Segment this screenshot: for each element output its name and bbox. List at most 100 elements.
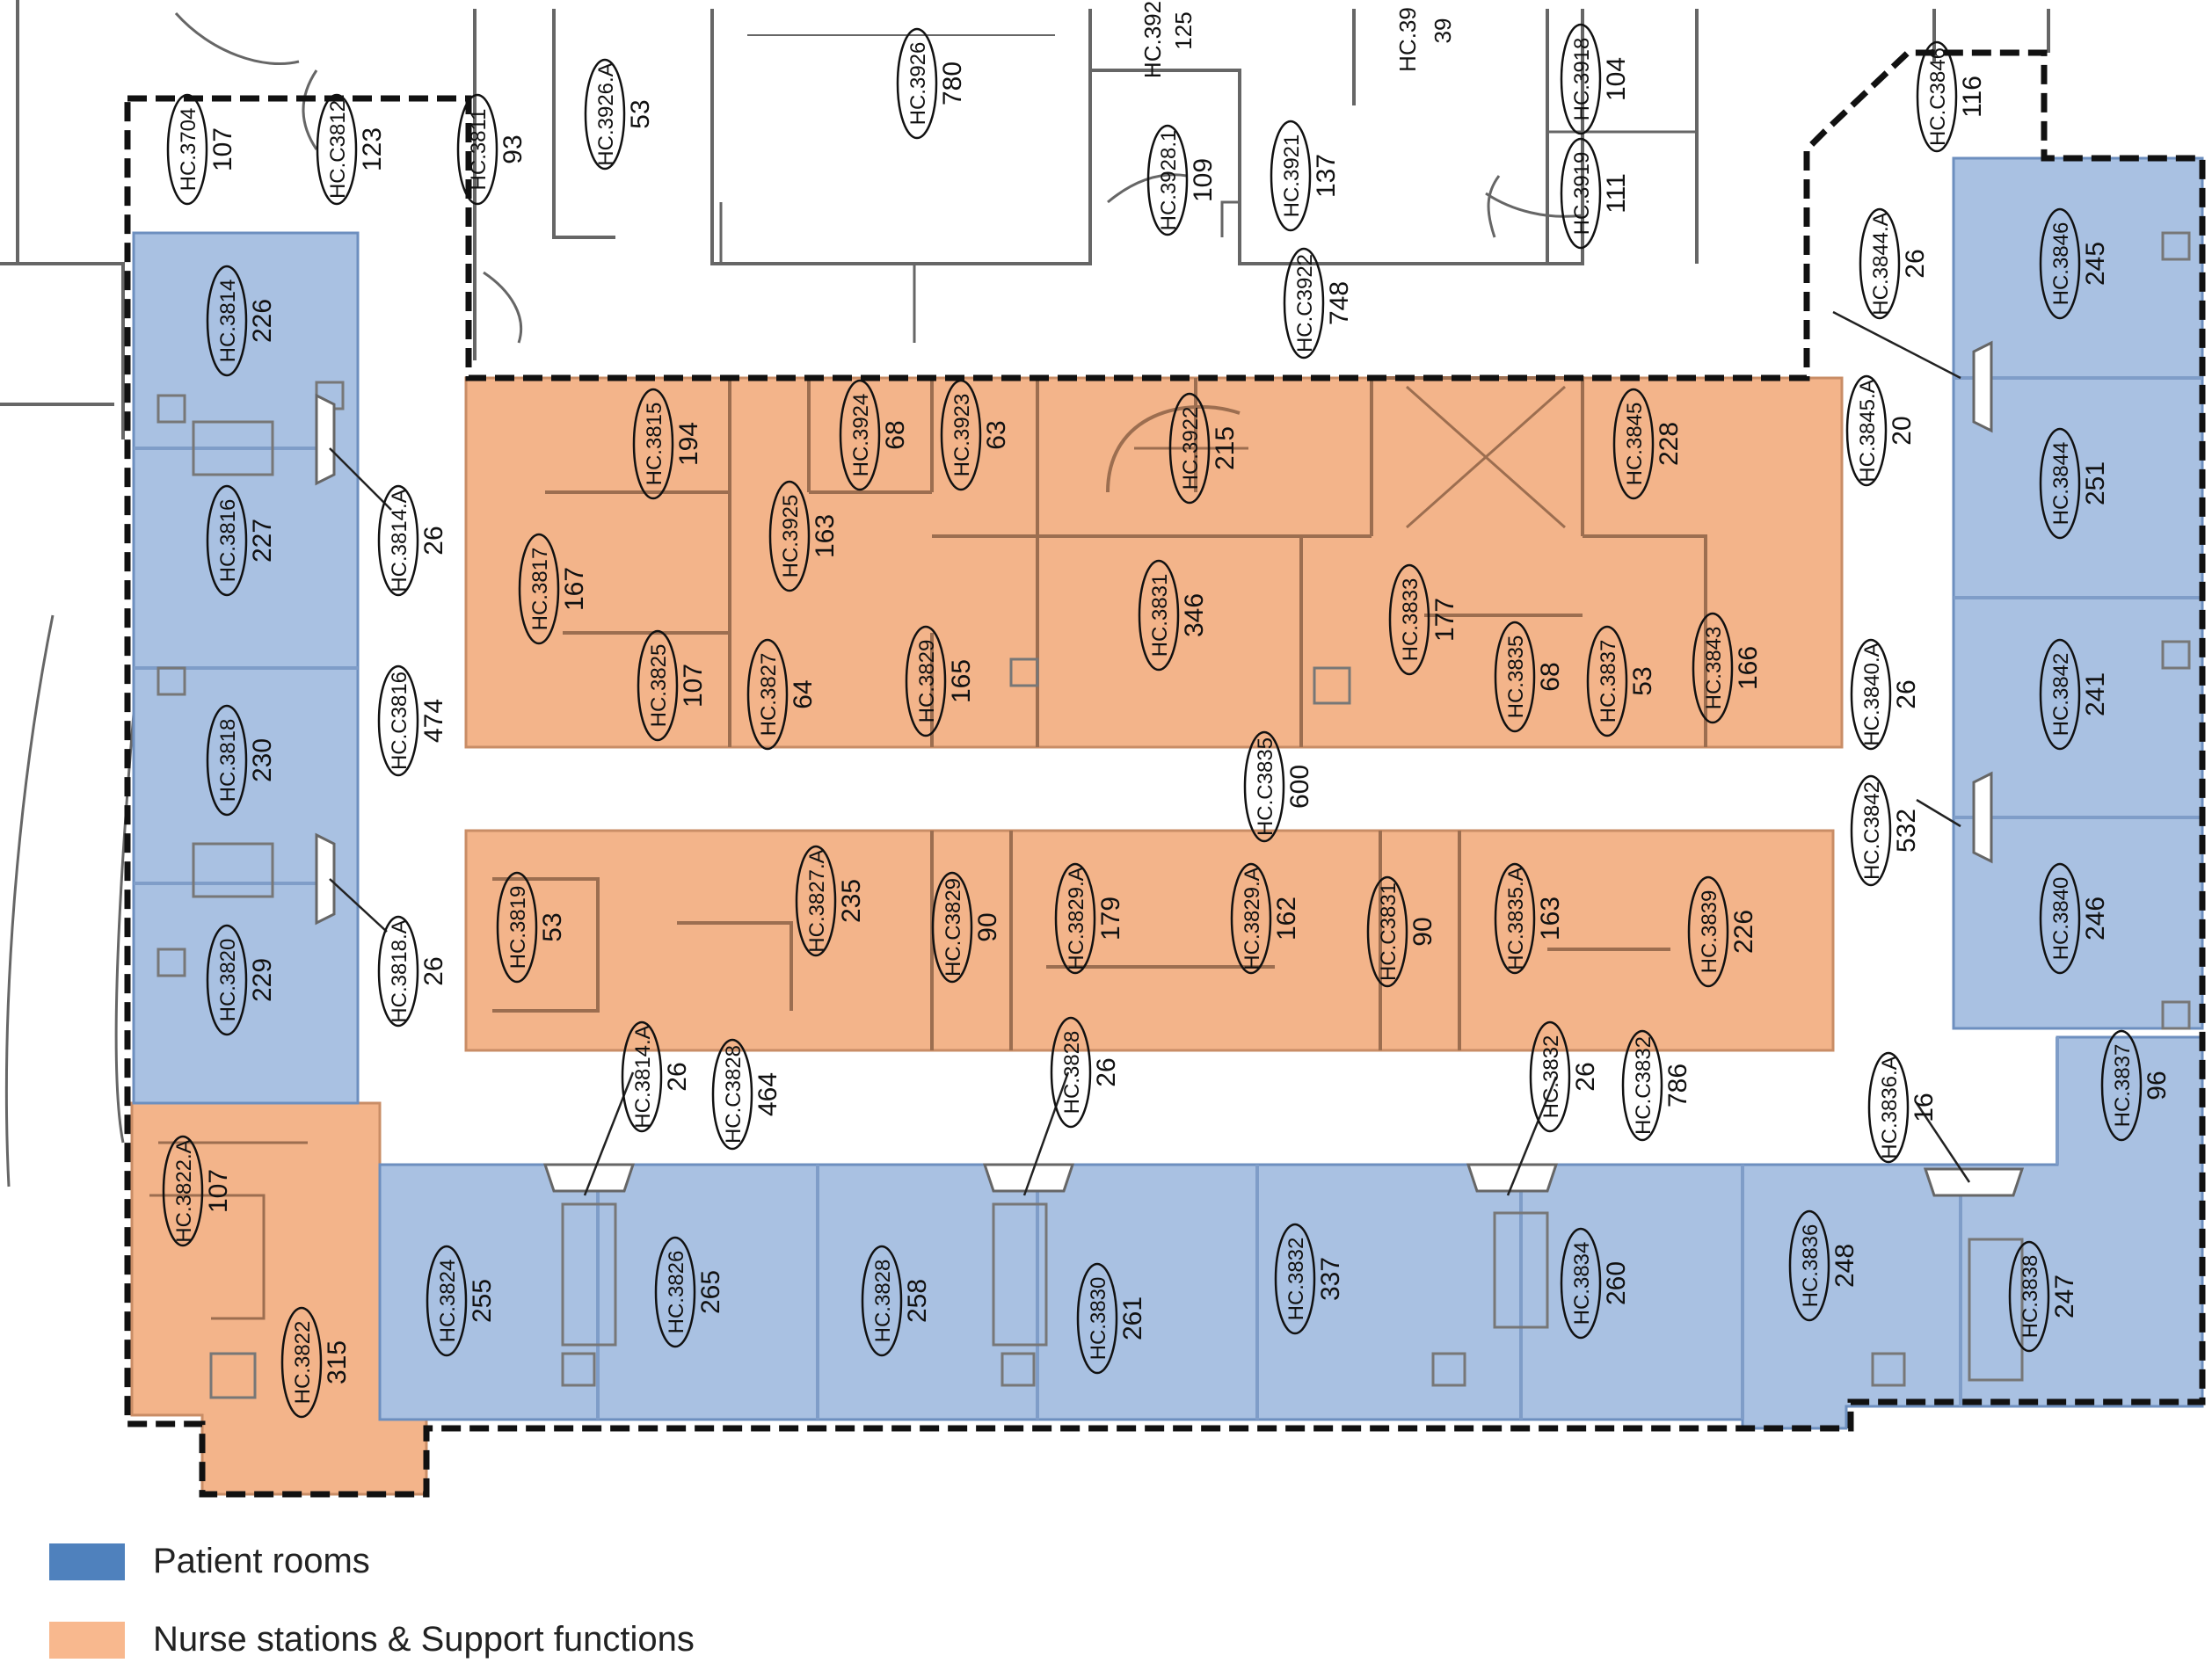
room-id-ellipse bbox=[377, 664, 419, 777]
room-id-ellipse bbox=[940, 379, 982, 491]
room-area: 163 bbox=[1536, 897, 1565, 940]
room-id-ellipse bbox=[839, 379, 881, 491]
door-notches bbox=[315, 340, 2025, 1197]
room-area: 64 bbox=[789, 679, 818, 708]
room-id-ellipse bbox=[896, 27, 938, 140]
room-area: 90 bbox=[1408, 917, 1437, 946]
room-id: HC.3836.A bbox=[1878, 1056, 1902, 1158]
room-area: 26 bbox=[1571, 1062, 1600, 1091]
room-area: 177 bbox=[1430, 598, 1459, 642]
room-id: HC.3844.A bbox=[1869, 212, 1893, 315]
room-id: HC.3835 bbox=[1504, 635, 1528, 719]
room-id-ellipse bbox=[1230, 862, 1272, 975]
room-id-ellipse bbox=[206, 924, 248, 1036]
room-id: HC.3816 bbox=[216, 499, 240, 583]
room-id: HC.3843 bbox=[1702, 627, 1726, 710]
room-id-ellipse bbox=[1274, 1223, 1316, 1335]
room-id: HC.3811 bbox=[467, 109, 491, 191]
room-id: HC.3842 bbox=[2049, 653, 2073, 737]
room-id: HC.3829.A bbox=[1241, 867, 1264, 969]
room-id-ellipse bbox=[584, 58, 626, 171]
room-id-ellipse bbox=[2008, 1240, 2050, 1353]
room-id-ellipse bbox=[377, 915, 419, 1028]
room-area: 26 bbox=[663, 1062, 692, 1091]
room-area: 20 bbox=[1888, 416, 1917, 445]
room-area: 315 bbox=[323, 1340, 352, 1384]
room-id: HC.3832 bbox=[1284, 1238, 1308, 1321]
room-area: 258 bbox=[903, 1279, 932, 1323]
room-area: 346 bbox=[1180, 593, 1209, 637]
room-id-ellipse bbox=[1850, 774, 1892, 887]
room-id-ellipse bbox=[1243, 730, 1285, 843]
room-id-ellipse bbox=[162, 1135, 204, 1247]
room-area: 179 bbox=[1096, 897, 1125, 940]
room-id: HC.3845.A bbox=[1856, 379, 1880, 482]
room-area: 226 bbox=[248, 299, 277, 343]
room-id-ellipse bbox=[280, 1306, 323, 1419]
room-id: HC.3814.A bbox=[631, 1025, 655, 1128]
room-id: HC.3830 bbox=[1087, 1277, 1110, 1361]
room-id: HC.3704 bbox=[177, 108, 200, 192]
room-area: 474 bbox=[419, 699, 448, 743]
room-id-ellipse bbox=[2039, 638, 2081, 751]
room-id-ellipse bbox=[1388, 563, 1430, 676]
legend-label-support: Nurse stations & Support functions bbox=[153, 1620, 695, 1659]
room-id: HC.C3842 bbox=[1860, 781, 1884, 880]
room-id-ellipse bbox=[632, 388, 674, 500]
patient-block-east bbox=[1952, 156, 2204, 1030]
room-id-ellipse bbox=[2039, 207, 2081, 320]
room-id-ellipse bbox=[1529, 1020, 1571, 1133]
room-area: 532 bbox=[1892, 809, 1921, 853]
room-area: 235 bbox=[837, 879, 866, 923]
room-id: HC.3814 bbox=[216, 280, 240, 363]
room-area: 26 bbox=[1092, 1057, 1121, 1086]
room-id: HC.C3829 bbox=[942, 878, 965, 977]
room-area: 260 bbox=[1602, 1261, 1631, 1305]
room-area: 68 bbox=[1536, 662, 1565, 691]
room-id: HC.3822 bbox=[291, 1321, 315, 1405]
room-id: HC.3834 bbox=[1570, 1242, 1594, 1325]
legend-label-patient: Patient rooms bbox=[153, 1542, 370, 1580]
room-id: HC.3919 bbox=[1570, 152, 1594, 236]
support-block-lower bbox=[464, 829, 1835, 1052]
room-label: HC.3835 68 bbox=[1494, 621, 1565, 733]
room-id-ellipse bbox=[2039, 862, 2081, 975]
room-id-ellipse bbox=[206, 484, 248, 597]
room-id: HC.3923 bbox=[950, 394, 974, 477]
room-area: 137 bbox=[1312, 154, 1341, 198]
room-id: HC.3837 bbox=[2111, 1044, 2135, 1128]
room-area: 104 bbox=[1602, 57, 1631, 101]
room-id: HC.3828 bbox=[1060, 1031, 1084, 1115]
room-id: HC.3814.A bbox=[388, 489, 411, 592]
room-id-ellipse bbox=[1788, 1209, 1830, 1322]
room-area: 245 bbox=[2081, 242, 2110, 286]
room-id-ellipse bbox=[1560, 1227, 1602, 1340]
room-id: HC.3824 bbox=[436, 1260, 460, 1343]
room-area: 109 bbox=[1189, 158, 1218, 202]
legend-swatch-patient bbox=[49, 1543, 125, 1580]
room-id-ellipse bbox=[931, 871, 973, 984]
room-area: 464 bbox=[753, 1072, 782, 1116]
room-area: 116 bbox=[1958, 76, 1987, 118]
